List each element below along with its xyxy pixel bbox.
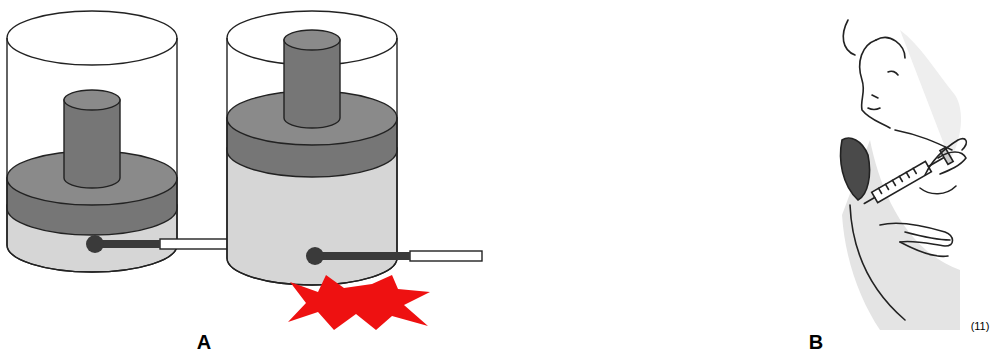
reference-number: (11): [971, 320, 990, 332]
cylinder-cold: [7, 11, 232, 272]
cylinder-heated: [227, 11, 482, 285]
injection-sketch: [841, 20, 967, 330]
heat-flame: [288, 275, 430, 330]
figure-label: B: [809, 331, 823, 353]
figure-label: A: [197, 331, 211, 353]
